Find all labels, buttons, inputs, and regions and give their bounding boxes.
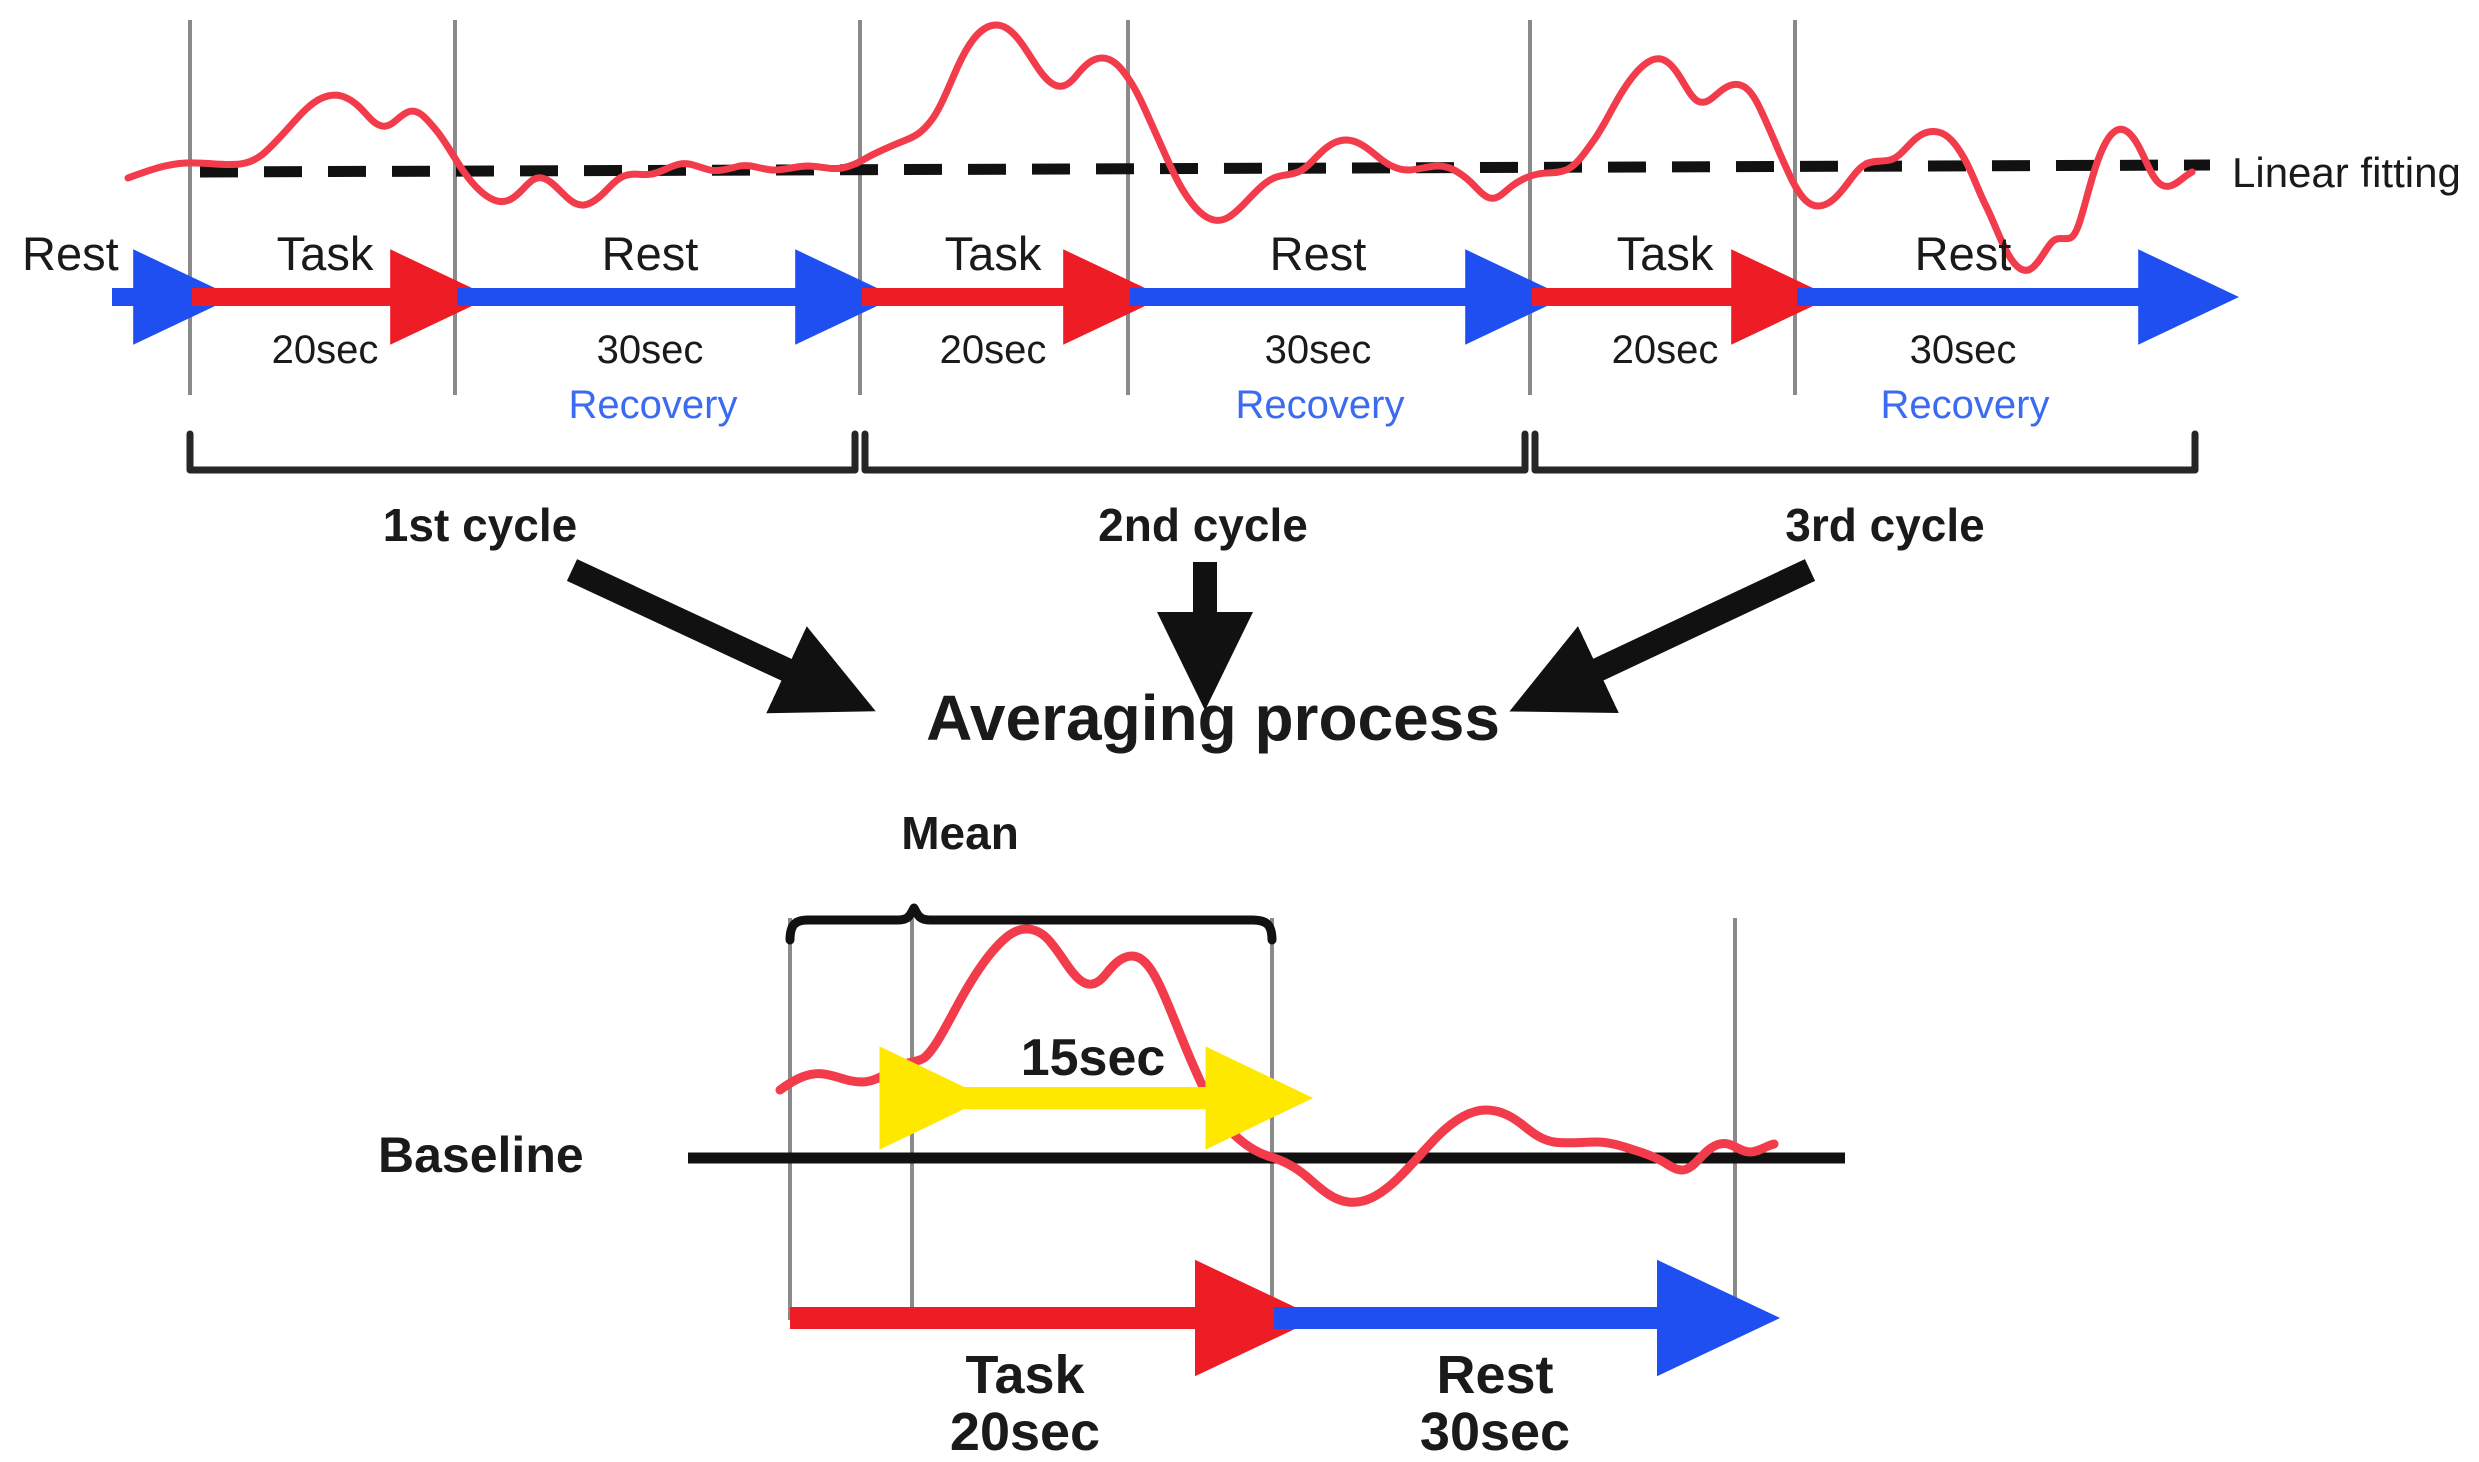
cycle-label-2: 2nd cycle [1098,499,1308,551]
cycle-bracket-1 [186,430,859,474]
mean-bracket [785,903,1277,945]
top-block-duration-2: 30sec [596,328,704,372]
linear-fitting-label: Linear fitting [2232,149,2461,196]
bottom-gridlines [788,918,1737,1320]
fifteen-sec-label: 15sec [1020,1029,1166,1087]
cycle-label-3: 3rd cycle [1785,499,1985,551]
averaging-process-label: Averaging process [926,682,1500,754]
top-block-phase-1: Task [276,227,374,280]
cycle-bracket-3 [1531,430,2199,474]
top-block-recovery-6: Recovery [1880,383,2050,427]
linear-fitting-line [199,159,2211,178]
top-block-phase-4: Rest [1269,227,1367,280]
bottom-block-phase-2: Rest [1436,1345,1554,1405]
leadin-rest-label: Rest [22,227,119,280]
mean-label: Mean [901,807,1019,859]
averaging-arrow-right [1509,559,1816,713]
top-block-duration-1: 20sec [271,328,379,372]
top-block-recovery-2: Recovery [568,383,738,427]
top-block-phase-2: Rest [601,227,699,280]
bottom-block-phase-1: Task [965,1345,1085,1405]
bottom-block-duration-1: 20sec [949,1402,1101,1462]
averaged-signal-trace [775,924,1779,1207]
top-block-phase-6: Rest [1914,227,2012,280]
averaging-arrows [566,559,1816,714]
raw-signal-trace [124,21,2196,274]
bottom-block-duration-2: 30sec [1419,1402,1571,1462]
top-block-duration-3: 20sec [939,328,1047,372]
top-block-duration-5: 20sec [1611,328,1719,372]
cycle-bracket-2 [861,430,1529,474]
top-block-duration-6: 30sec [1909,328,2017,372]
top-block-duration-4: 30sec [1264,328,1372,372]
cycle-brackets [186,430,2199,474]
averaging-arrow-left [566,559,876,714]
top-block-phase-5: Task [1616,227,1714,280]
baseline-label: Baseline [378,1127,584,1183]
top-block-recovery-4: Recovery [1235,383,1405,427]
top-block-phase-3: Task [944,227,1042,280]
cycle-label-1: 1st cycle [382,499,578,551]
